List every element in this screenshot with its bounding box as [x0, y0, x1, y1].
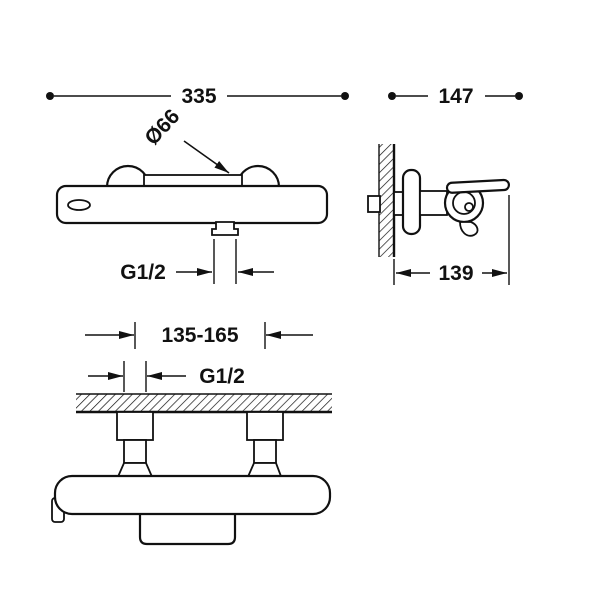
valve-neck — [419, 190, 448, 216]
dim-inlet-thread: G1/2 — [88, 361, 245, 392]
outlet-thread-label: G1/2 — [120, 261, 166, 284]
side-width-label: 147 — [438, 85, 473, 108]
wall-hatch — [379, 144, 394, 257]
front-width-label: 335 — [181, 85, 216, 108]
outlet-port — [211, 221, 239, 236]
dim-knob-diameter: Ø66 — [140, 105, 230, 174]
valve-cap — [452, 191, 476, 215]
handle-screw — [464, 202, 474, 212]
escutcheon — [401, 168, 422, 236]
dim-wall-depth: 139 — [393, 195, 510, 285]
body-top — [53, 474, 332, 516]
body-front — [55, 184, 329, 225]
dim-endpoint-dot — [46, 92, 54, 100]
dim-outlet-thread: G1/2 — [120, 239, 274, 284]
dim-endpoint-dot — [388, 92, 396, 100]
temp-indicator — [67, 199, 91, 211]
bottom-view — [51, 393, 332, 546]
dim-front-width: 335 — [46, 85, 349, 108]
inlet-neck-right — [253, 439, 277, 464]
front-view — [55, 164, 329, 236]
inlet-fitting-right — [246, 411, 284, 441]
supply-pipe — [367, 195, 381, 213]
leader-line — [183, 140, 230, 174]
inlet-fitting-left — [116, 411, 154, 441]
knob-diameter-label: Ø66 — [140, 105, 184, 150]
dim-side-width: 147 — [388, 85, 523, 108]
wall-hatch-top — [76, 394, 332, 412]
inlet-spacing-label: 135-165 — [161, 324, 238, 347]
inlet-thread-label: G1/2 — [199, 365, 245, 388]
check-valve — [459, 221, 479, 237]
handle-lever — [445, 178, 511, 194]
wall-depth-label: 139 — [438, 262, 473, 285]
dim-endpoint-dot — [341, 92, 349, 100]
inlet-neck-left — [123, 439, 147, 464]
side-view — [367, 144, 511, 257]
dim-endpoint-dot — [515, 92, 523, 100]
dim-inlet-spacing: 135-165 — [85, 322, 313, 349]
wall-spacer — [393, 191, 404, 216]
